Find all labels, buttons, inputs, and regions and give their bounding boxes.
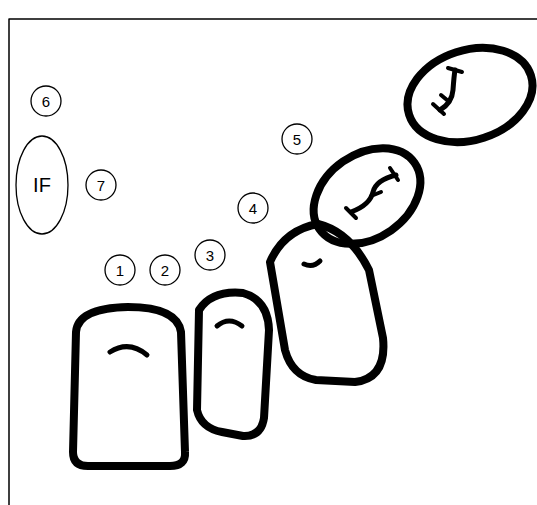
fissure (433, 68, 462, 114)
outline-shape (238, 193, 268, 223)
callout-circle: 2 (149, 254, 181, 286)
outline-shape (86, 170, 116, 200)
lateral-incisor (197, 293, 269, 436)
callout-number: 6 (42, 94, 50, 109)
premolar (395, 32, 537, 157)
fissure (440, 70, 455, 110)
fissure (346, 168, 398, 218)
callout-number: 2 (161, 263, 169, 278)
callout-circle: 5 (281, 123, 313, 155)
label-ellipse: IF (15, 135, 69, 235)
callout-number: 5 (293, 132, 301, 147)
region-label: IF (33, 175, 51, 195)
outline-shape (150, 255, 180, 285)
callout-number: 3 (206, 248, 214, 263)
callout-number: 1 (116, 263, 124, 278)
canine (270, 224, 383, 382)
central-incisor (73, 307, 185, 466)
frame-line (9, 19, 537, 505)
outline-shape (31, 86, 61, 116)
cusp-mark (304, 261, 320, 265)
premolar (295, 128, 438, 263)
callout-number: 7 (97, 178, 105, 193)
incisal-mark (217, 321, 242, 326)
callout-circle: 6 (30, 85, 62, 117)
callout-circle: 7 (85, 169, 117, 201)
callout-circle: 4 (237, 192, 269, 224)
incisal-mark (110, 347, 147, 355)
outline-shape (282, 124, 312, 154)
outline-shape (195, 240, 225, 270)
callout-circle: 3 (194, 239, 226, 271)
outline-shape (16, 136, 68, 234)
callout-number: 4 (249, 201, 257, 216)
outline-shape (105, 255, 135, 285)
callout-circle: 1 (104, 254, 136, 286)
